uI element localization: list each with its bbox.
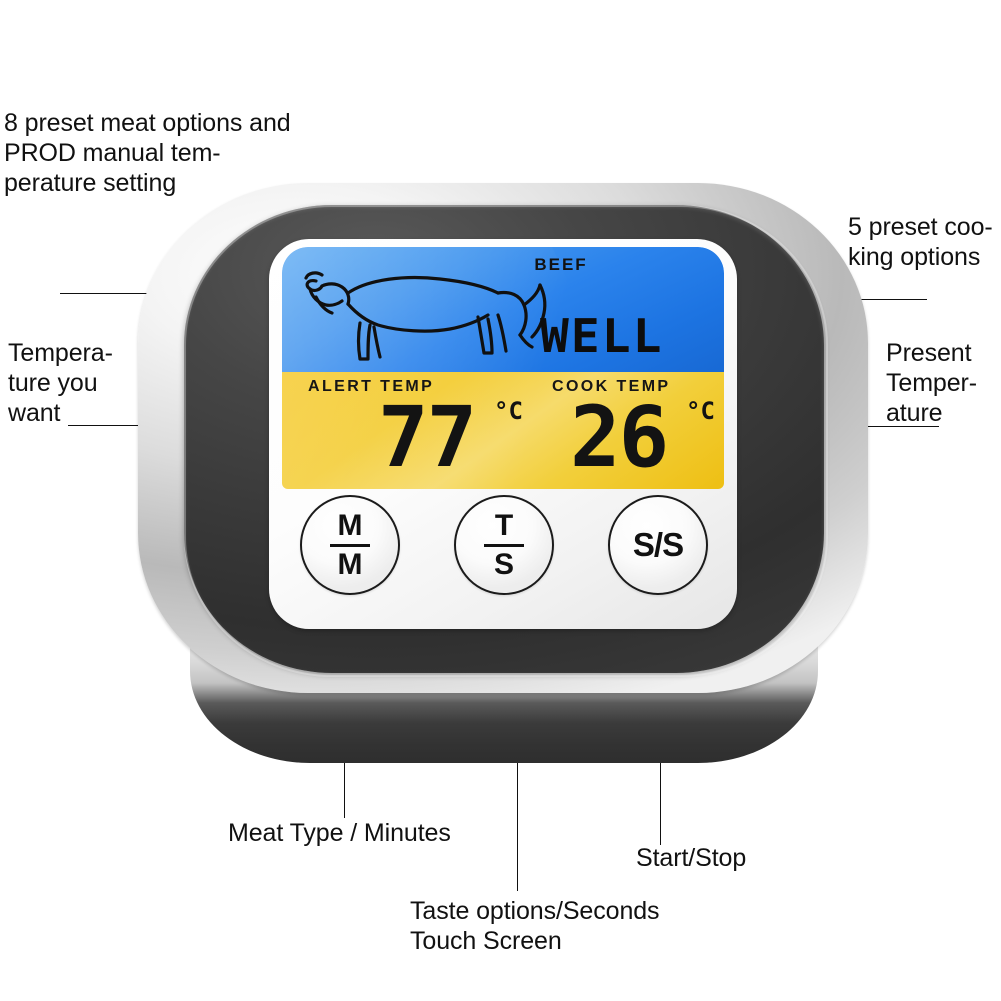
lcd-doneness-label: WELL xyxy=(540,309,664,363)
lcd-yellow-section xyxy=(282,372,724,489)
start-stop-label: S/S xyxy=(632,526,684,563)
start-stop-button[interactable]: S/S xyxy=(608,495,708,595)
alert-temp-unit: °C xyxy=(494,397,523,425)
fraction-bar xyxy=(484,543,524,547)
fraction-bar xyxy=(330,543,370,547)
taste-seconds-glyph: T S xyxy=(484,508,524,581)
button-row: M M T S S/S xyxy=(282,495,724,603)
annotation-taste-options-seconds: Taste options/Seconds Touch Screen xyxy=(410,897,660,955)
lcd-screen[interactable]: BEEF xyxy=(282,247,724,489)
cook-temp-caption: COOK TEMP xyxy=(552,378,671,395)
annotation-start-stop: Start/Stop xyxy=(636,844,747,872)
annotation-meat-type-minutes: Meat Type / Minutes xyxy=(228,819,451,847)
cook-temp-value: 26 xyxy=(570,388,669,486)
lcd-blue-section: BEEF xyxy=(282,247,724,372)
meat-type-minutes-bottom: M xyxy=(337,547,363,581)
alert-temp-value: 77 xyxy=(378,388,477,486)
meat-type-minutes-button[interactable]: M M xyxy=(300,495,400,595)
annotation-preset-meat-options: 8 preset meat options and PROD manual te… xyxy=(4,109,291,197)
taste-seconds-bottom: S xyxy=(493,547,514,581)
lcd-meat-type-label: BEEF xyxy=(534,255,588,274)
annotation-preset-cooking-options: 5 preset coo- king options xyxy=(848,213,993,271)
alert-temp-caption: ALERT TEMP xyxy=(308,378,435,395)
cook-temp-unit: °C xyxy=(686,397,715,425)
annotation-present-temperature: Present Temper- ature xyxy=(886,339,977,427)
taste-seconds-top: T xyxy=(494,508,514,542)
thermometer-device: BEEF xyxy=(138,183,868,783)
cow-icon xyxy=(304,271,547,361)
meat-type-minutes-top: M xyxy=(337,508,363,542)
meat-type-minutes-glyph: M M xyxy=(330,508,370,581)
taste-seconds-button[interactable]: T S xyxy=(454,495,554,595)
